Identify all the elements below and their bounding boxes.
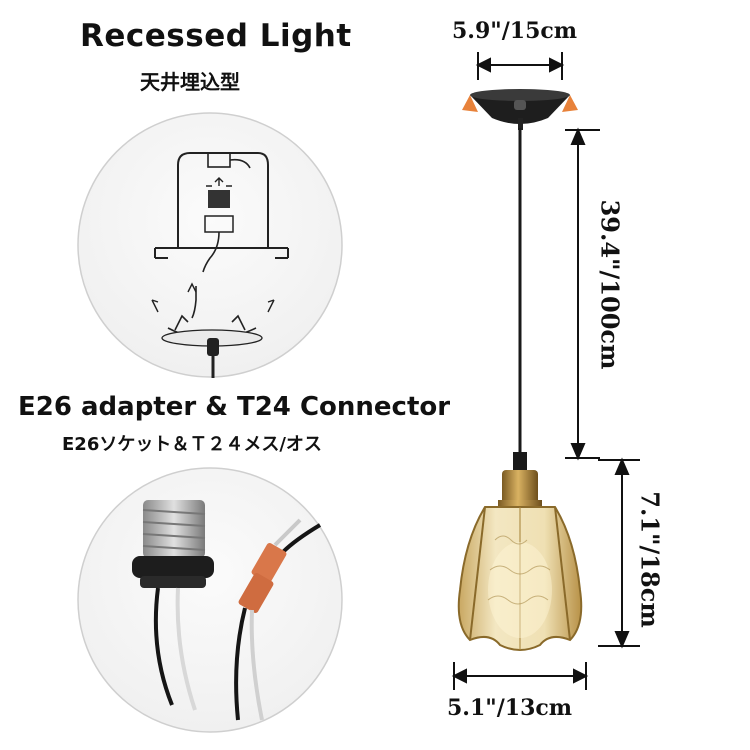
recessed-light-title: Recessed Light — [80, 18, 352, 54]
cord-dimension-line — [565, 127, 600, 461]
ceiling-canopy — [462, 89, 578, 130]
shade-width-dimension-line — [451, 662, 589, 690]
recessed-light-subtitle: 天井埋込型 — [140, 70, 240, 94]
pendant-shade — [457, 452, 583, 651]
shade-height-dimension-line — [598, 457, 640, 649]
adapter-subtitle: E26ソケット＆Ｔ２４メス/オス — [62, 434, 322, 455]
canopy-dimension-line — [475, 52, 565, 80]
canopy-width-label: 5.9"/15cm — [452, 18, 578, 44]
adapter-photo-circle — [77, 467, 343, 733]
recessed-diagram-circle — [77, 112, 343, 378]
shade-width-label: 5.1"/13cm — [447, 695, 573, 721]
adapter-title: E26 adapter & T24 Connector — [18, 392, 451, 422]
